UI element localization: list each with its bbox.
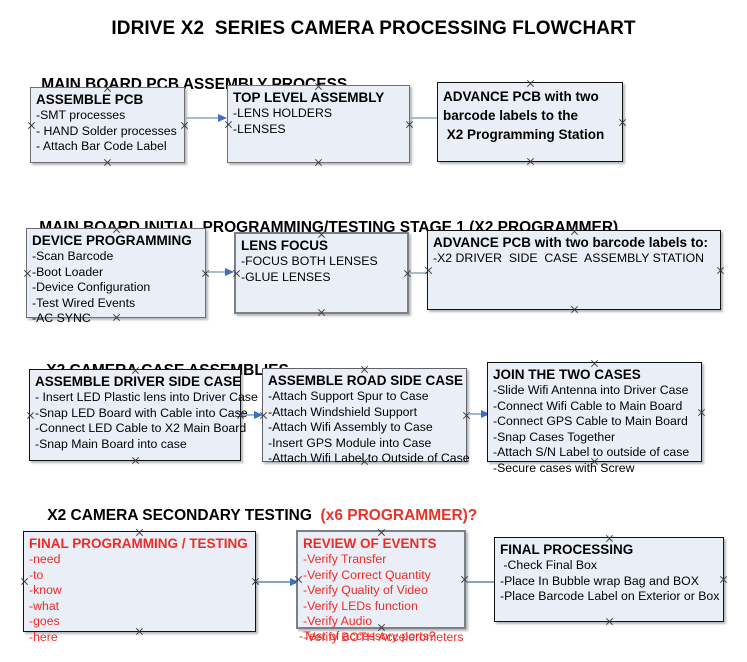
node-advance-pcb-station[interactable]: ADVANCE PCB with two barcode labels to t… xyxy=(437,82,623,162)
node-content: FINAL PROGRAMMING / TESTING -need -to -k… xyxy=(24,532,255,645)
node-line: -Snap Cases Together xyxy=(493,429,616,444)
node-line: -need xyxy=(29,552,61,566)
connector-arrow[interactable] xyxy=(242,410,263,420)
node-line: -Snap LED Board with Cable into Case xyxy=(35,405,248,420)
node-line: - Attach Bar Code Label xyxy=(36,139,167,153)
node-title-line2: barcode labels to the xyxy=(443,108,579,123)
resize-handle-right[interactable] xyxy=(716,266,725,275)
node-advance-pcb-driver-station[interactable]: ADVANCE PCB with two barcode labels to: … xyxy=(427,230,721,310)
node-title: ASSEMBLE PCB xyxy=(36,92,144,107)
node-content: LENS FOCUS -FOCUS BOTH LENSES -GLUE LENS… xyxy=(236,234,407,285)
node-content: ASSEMBLE ROAD SIDE CASE -Attach Support … xyxy=(263,369,470,467)
section-heading-4: X2 CAMERA SECONDARY TESTING (x6 PROGRAMM… xyxy=(30,489,477,543)
node-line: -Attach Support Spur to Case xyxy=(268,389,429,403)
node-line: -Verify Quality of Video xyxy=(303,583,428,597)
node-line: -know xyxy=(29,583,62,597)
node-lens-focus[interactable]: LENS FOCUS -FOCUS BOTH LENSES -GLUE LENS… xyxy=(234,232,409,314)
resize-handle-bottom[interactable] xyxy=(526,157,535,166)
node-line: -Attach Wifi Label to Outside of Case xyxy=(268,451,470,465)
node-assemble-pcb[interactable]: ASSEMBLE PCB -SMT processes - HAND Solde… xyxy=(30,87,185,163)
node-line: - HAND Solder processes xyxy=(36,123,177,138)
node-line: -Device Configuration xyxy=(32,280,151,294)
node-line: -Test Wired Events xyxy=(32,295,136,310)
connector-arrow[interactable] xyxy=(186,113,227,123)
node-line: -Place Barcode Label on Exterior or Box xyxy=(500,589,720,603)
node-line: -to xyxy=(29,567,44,582)
node-line: -Check Final Box xyxy=(500,558,598,572)
node-content: FINAL PROCESSING -Check Final Box -Place… xyxy=(495,538,723,605)
resize-handle-bottom[interactable] xyxy=(317,308,326,317)
node-line: - Insert LED Plastic lens into Driver Ca… xyxy=(35,390,258,404)
node-title: ASSEMBLE DRIVER SIDE CASE xyxy=(35,374,242,389)
node-title: JOIN THE TWO CASES xyxy=(493,367,641,382)
resize-handle-bottom[interactable] xyxy=(605,617,614,626)
node-title-line3: X2 Programming Station xyxy=(443,127,605,142)
node-line: -Verify Correct Quantity xyxy=(303,567,431,582)
node-title: TOP LEVEL ASSEMBLY xyxy=(233,90,385,105)
node-line: -FOCUS BOTH LENSES xyxy=(241,254,378,268)
node-title: ASSEMBLE ROAD SIDE CASE xyxy=(268,373,464,388)
node-join-the-two-cases[interactable]: JOIN THE TWO CASES -Slide Wifi Antenna i… xyxy=(487,362,702,475)
node-line: -what xyxy=(29,598,60,613)
node-line: -X2 DRIVER SIDE CASE ASSEMBLY STATION xyxy=(433,251,705,265)
connector-arrow[interactable] xyxy=(468,409,490,419)
node-content: ADVANCE PCB with two barcode labels to t… xyxy=(438,83,622,144)
node-line: -Connect Wifi Cable to Main Board xyxy=(493,398,683,413)
node-title: FINAL PROCESSING xyxy=(500,542,634,557)
resize-handle-bottom[interactable] xyxy=(131,456,140,465)
node-line: -AC SYNC xyxy=(32,311,91,325)
node-line: -Secure cases with Screw xyxy=(493,460,635,475)
node-line: -Verify BOTH Accelerometers xyxy=(303,629,464,644)
section-heading-4-accent: (x6 PROGRAMMER)? xyxy=(316,507,478,524)
node-line: -Snap Main Board into case xyxy=(35,436,187,451)
node-line: -Slide Wifi Antenna into Driver Case xyxy=(493,383,689,397)
page-title: IDRIVE X2 SERIES CAMERA PROCESSING FLOWC… xyxy=(111,18,636,39)
node-content: ASSEMBLE DRIVER SIDE CASE - Insert LED P… xyxy=(30,370,258,452)
node-assemble-road-side-case[interactable]: ASSEMBLE ROAD SIDE CASE -Attach Support … xyxy=(262,368,470,465)
node-line: -Boot Loader xyxy=(32,264,104,279)
node-line: -goes xyxy=(29,614,60,628)
node-line: -Place In Bubble wrap Bag and BOX xyxy=(500,573,699,588)
resize-handle-bottom[interactable] xyxy=(103,158,112,167)
node-line: -SMT processes xyxy=(36,108,126,122)
node-title: FINAL PROGRAMMING / TESTING xyxy=(29,536,248,551)
node-line: -Attach S/N Label to outside of case xyxy=(493,445,690,459)
node-assemble-driver-side-case[interactable]: ASSEMBLE DRIVER SIDE CASE - Insert LED P… xyxy=(29,369,258,461)
node-line: -GLUE LENSES xyxy=(241,269,331,284)
overflow-text-accessory-ports: -Test of accessory ports? xyxy=(299,629,436,643)
connector-arrow[interactable] xyxy=(257,577,299,587)
node-line: -Attach Wifi Assembly to Case xyxy=(268,420,433,434)
node-title: ADVANCE PCB with two xyxy=(443,89,599,104)
node-line: -Verify LEDs function xyxy=(303,598,418,613)
connector-arrow[interactable] xyxy=(207,267,234,277)
node-line: -here xyxy=(29,629,58,644)
node-line: -Connect LED Cable to X2 Main Board xyxy=(35,421,247,435)
node-line: -LENSES xyxy=(233,121,286,136)
resize-handle-bottom[interactable] xyxy=(570,305,579,314)
node-line: -Verify Transfer xyxy=(303,552,387,566)
node-line: -Connect GPS Cable to Main Board xyxy=(493,414,688,428)
node-line: -Scan Barcode xyxy=(32,249,114,263)
node-device-programming[interactable]: DEVICE PROGRAMMING -Scan Barcode -Boot L… xyxy=(26,228,206,325)
node-content: REVIEW OF EVENTS -Verify Transfer -Verif… xyxy=(298,532,464,645)
node-top-level-assembly[interactable]: TOP LEVEL ASSEMBLY -LENS HOLDERS -LENSES xyxy=(227,85,410,163)
node-title: DEVICE PROGRAMMING xyxy=(32,233,192,248)
node-title: LENS FOCUS xyxy=(241,238,329,253)
node-final-programming-testing[interactable]: FINAL PROGRAMMING / TESTING -need -to -k… xyxy=(23,531,256,644)
node-line: -Insert GPS Module into Case xyxy=(268,435,432,450)
node-content: TOP LEVEL ASSEMBLY -LENS HOLDERS -LENSES xyxy=(228,86,409,137)
node-line: -Attach Windshield Support xyxy=(268,404,418,419)
node-review-of-events[interactable]: REVIEW OF EVENTS -Verify Transfer -Verif… xyxy=(296,530,466,644)
node-final-processing[interactable]: FINAL PROCESSING -Check Final Box -Place… xyxy=(494,537,724,622)
node-content: ADVANCE PCB with two barcode labels to: … xyxy=(428,231,720,267)
node-line: -Verify Audio xyxy=(303,614,373,628)
node-content: DEVICE PROGRAMMING -Scan Barcode -Boot L… xyxy=(27,229,205,327)
node-content: ASSEMBLE PCB -SMT processes - HAND Solde… xyxy=(31,88,184,155)
node-title: ADVANCE PCB with two barcode labels to: xyxy=(433,235,709,250)
section-heading-4-text: X2 CAMERA SECONDARY TESTING xyxy=(47,507,317,524)
node-title: REVIEW OF EVENTS xyxy=(303,536,437,551)
node-content: JOIN THE TWO CASES -Slide Wifi Antenna i… xyxy=(488,363,701,476)
node-line: -LENS HOLDERS xyxy=(233,106,333,120)
resize-handle-bottom[interactable] xyxy=(314,158,323,167)
